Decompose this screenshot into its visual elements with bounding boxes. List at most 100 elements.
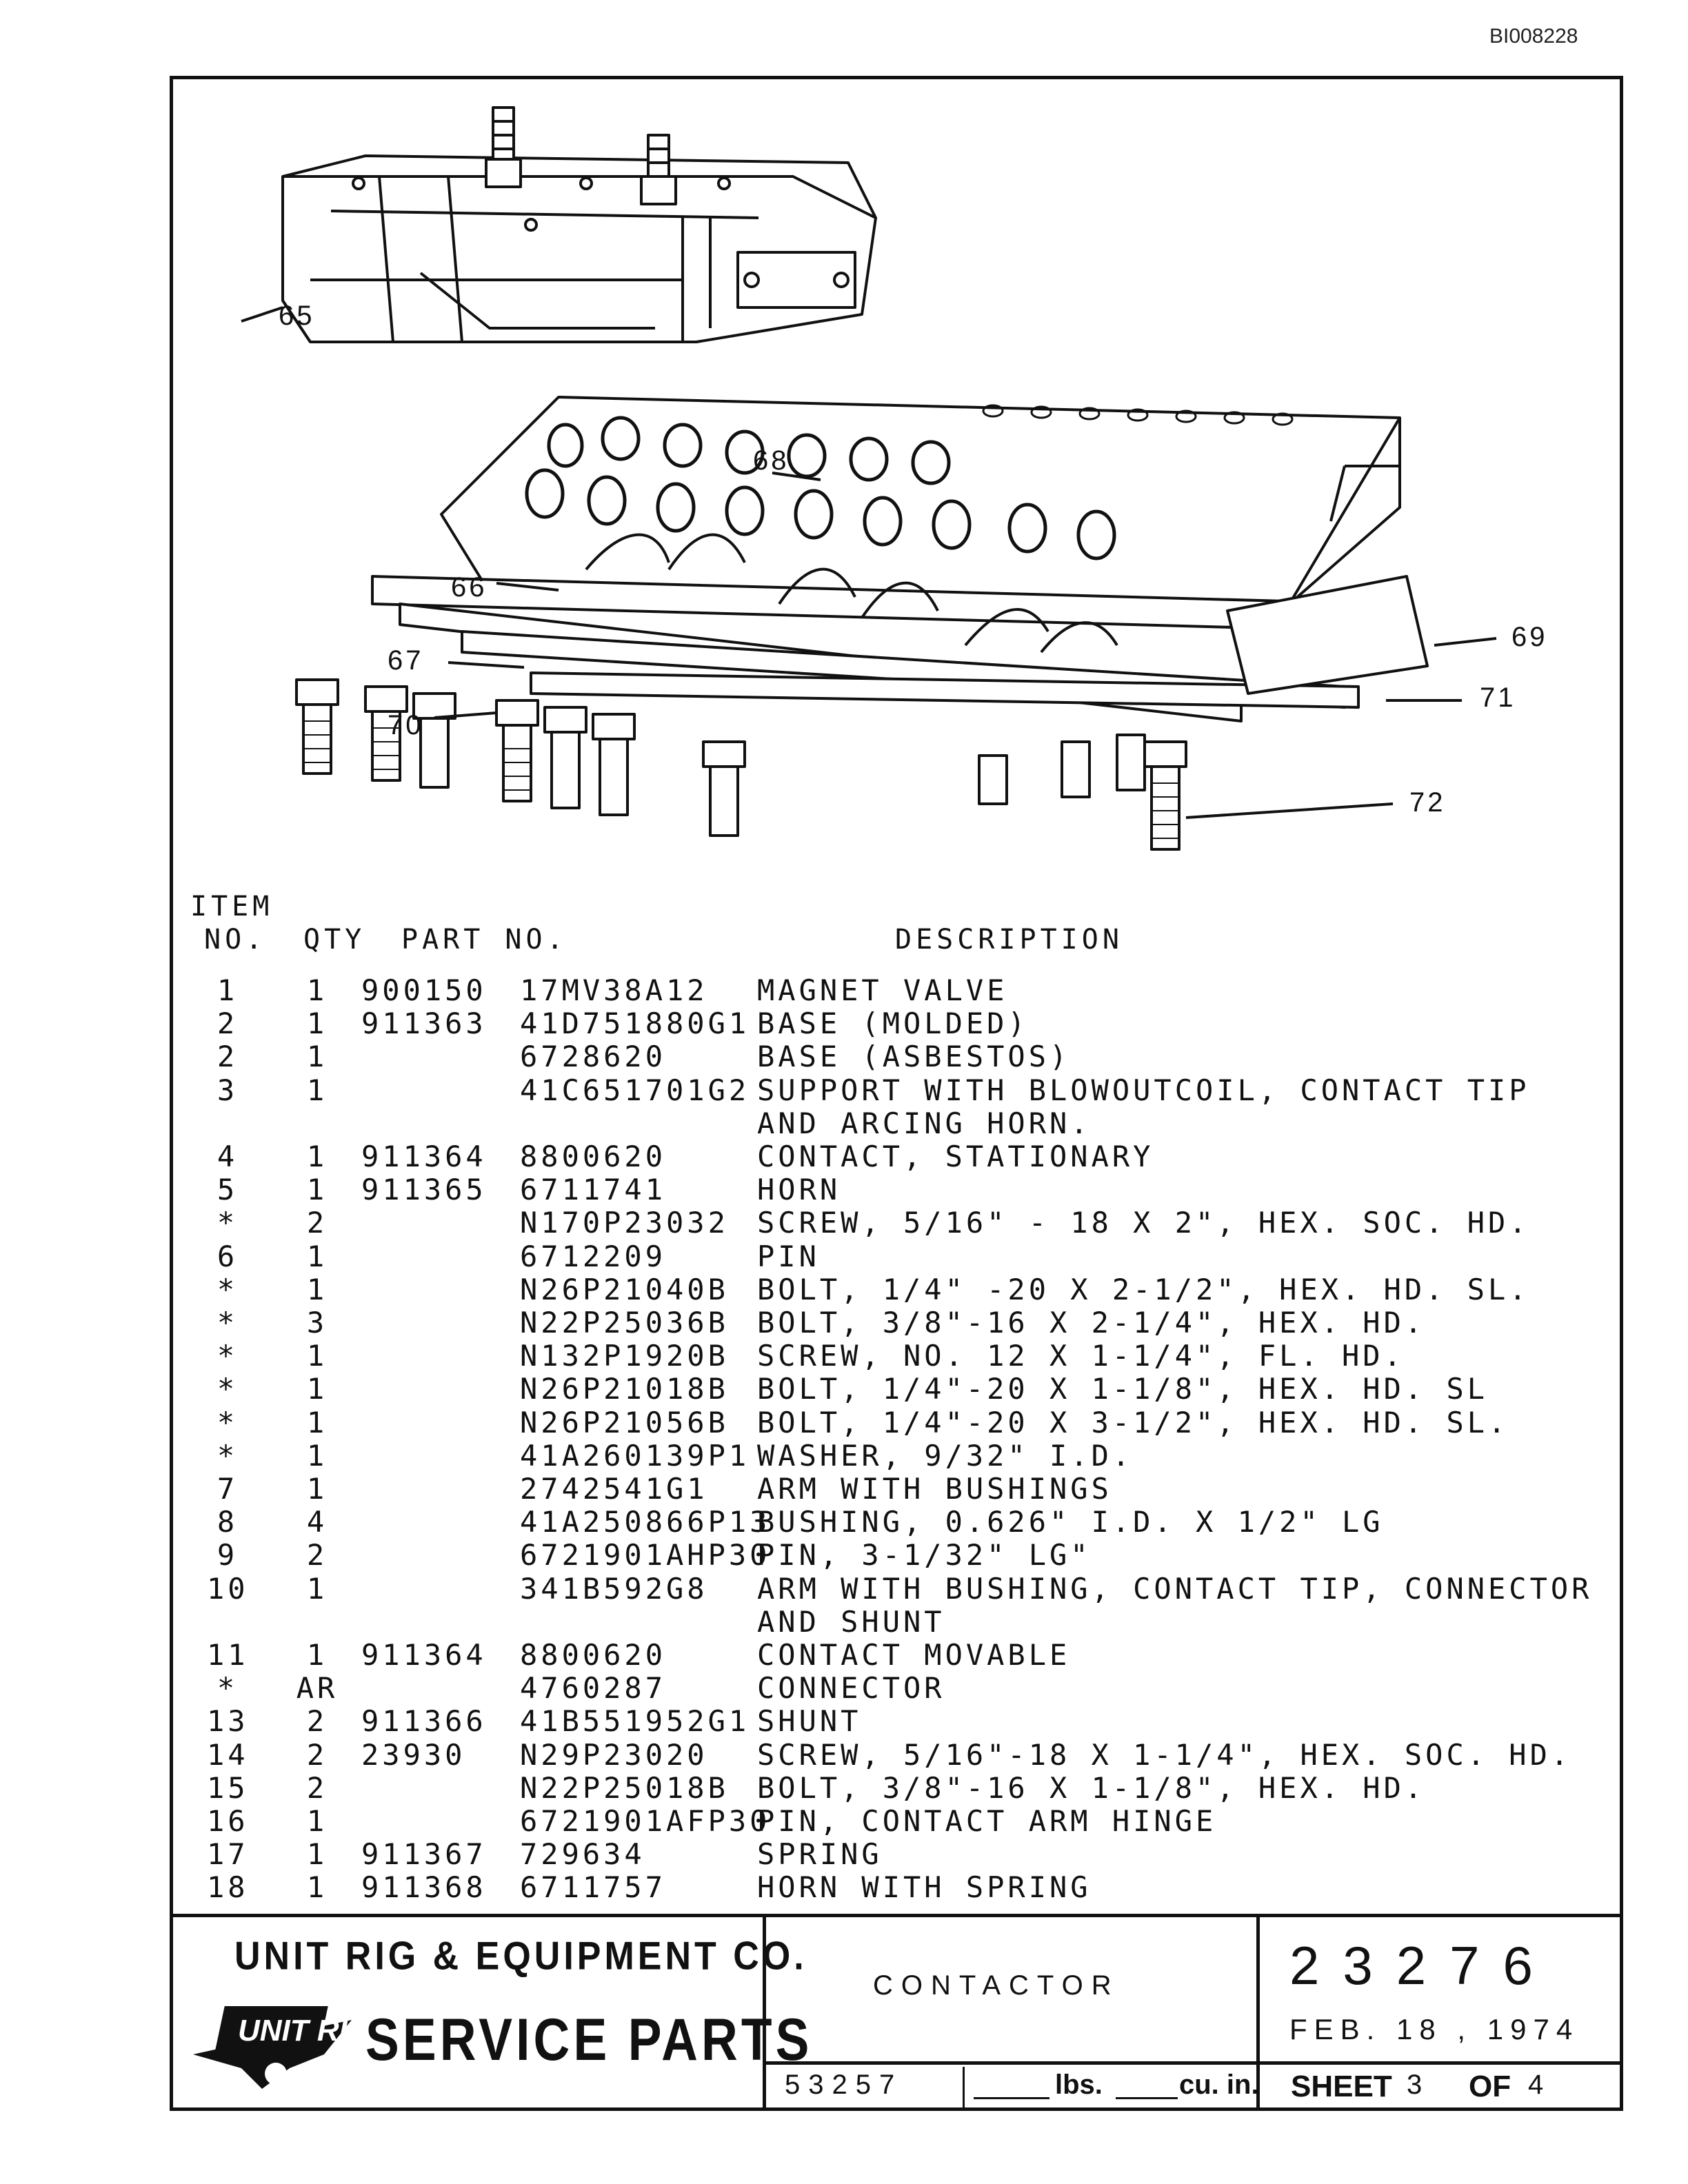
description: BOLT, 1/4" -20 X 2-1/2", HEX. HD. SL. bbox=[757, 1272, 1530, 1306]
drawing-date: FEB. 18 , 1974 bbox=[1289, 2013, 1580, 2045]
part-number: 911368 bbox=[361, 1870, 487, 1905]
sheet-total: 4 bbox=[1528, 2070, 1544, 2100]
item-no: * bbox=[217, 1671, 239, 1706]
quantity: 1 bbox=[306, 1638, 328, 1672]
description: BUSHING, 0.626" I.D. X 1/2" LG bbox=[757, 1505, 1384, 1539]
quantity: 1 bbox=[306, 1472, 328, 1506]
callout-70: 70 bbox=[388, 710, 424, 740]
drawing-part-number: 41B551952G1 bbox=[520, 1704, 750, 1739]
item-no: 17 bbox=[207, 1837, 249, 1872]
drawing-part-number: 8800620 bbox=[520, 1140, 667, 1173]
quantity: 1 bbox=[306, 1804, 328, 1838]
item-no: * bbox=[217, 1438, 239, 1473]
callout-71: 71 bbox=[1480, 682, 1516, 713]
item-no: * bbox=[217, 1272, 239, 1306]
part-number: 900150 bbox=[361, 973, 487, 1007]
quantity: 3 bbox=[306, 1306, 328, 1339]
document-id: BI008228 bbox=[1489, 25, 1578, 48]
description: AND ARCING HORN. bbox=[757, 1106, 1092, 1140]
title-block bbox=[170, 1914, 1623, 2111]
drawing-part-number: N26P21040B bbox=[520, 1272, 729, 1306]
drawing-frame bbox=[170, 76, 1623, 2111]
quantity: 1 bbox=[306, 1040, 328, 1074]
part-number: 911367 bbox=[361, 1837, 487, 1872]
drawing-part-number: 6711741 bbox=[520, 1173, 667, 1207]
part-number: 911364 bbox=[361, 1638, 487, 1672]
quantity: 1 bbox=[306, 1438, 328, 1473]
drawing-part-number: 6721901AHP30 bbox=[520, 1538, 771, 1573]
description: CONTACT, STATIONARY bbox=[757, 1140, 1154, 1173]
parts-row: 18 1 911368 6711757 HORN WITH SPRING bbox=[0, 1870, 1448, 1905]
description: HORN bbox=[757, 1173, 841, 1207]
service-parts-label: SERVICE PARTS bbox=[365, 2007, 813, 2073]
item-no: 13 bbox=[207, 1704, 249, 1739]
drawing-part-number: 6728620 bbox=[520, 1040, 667, 1074]
exploded-view-drawing bbox=[241, 106, 1497, 851]
description: BOLT, 3/8"-16 X 2-1/4", HEX. HD. bbox=[757, 1306, 1426, 1339]
magnet-valve-block bbox=[241, 106, 877, 343]
quantity: 2 bbox=[306, 1206, 328, 1240]
description: MAGNET VALVE bbox=[757, 973, 1008, 1007]
quantity: 1 bbox=[306, 973, 328, 1007]
callout-72: 72 bbox=[1409, 787, 1446, 818]
quantity: 1 bbox=[306, 1870, 328, 1905]
part-number: 911363 bbox=[361, 1007, 487, 1041]
item-no: * bbox=[217, 1339, 239, 1373]
callout-67: 67 bbox=[388, 645, 424, 676]
drawing-part-number: 729634 bbox=[520, 1837, 645, 1872]
item-no: 1 bbox=[217, 973, 239, 1007]
item-no: 10 bbox=[207, 1571, 249, 1606]
description: HORN WITH SPRING bbox=[757, 1870, 1092, 1905]
unit-rig-logo: UNIT RIG bbox=[193, 2006, 359, 2089]
cuin-blank bbox=[1116, 2070, 1178, 2099]
callout-69: 69 bbox=[1511, 622, 1548, 652]
drawing-part-number: 341B592G8 bbox=[520, 1571, 708, 1606]
description: PIN bbox=[757, 1239, 820, 1273]
drawing-part-number: N29P23020 bbox=[520, 1737, 708, 1772]
item-no: * bbox=[217, 1405, 239, 1439]
item-no: 5 bbox=[217, 1173, 239, 1207]
description: BASE (ASBESTOS) bbox=[757, 1040, 1071, 1074]
lbs-label: lbs. bbox=[1055, 2070, 1103, 2100]
logo-text: UNIT RIG bbox=[238, 2014, 359, 2048]
drawing-part-number: 6711757 bbox=[520, 1870, 667, 1905]
of-label: OF bbox=[1469, 2070, 1511, 2103]
part-number: 23930 bbox=[361, 1737, 466, 1772]
quantity: 1 bbox=[306, 1073, 328, 1107]
drawing-part-number: 2742541G1 bbox=[520, 1472, 708, 1506]
description: SUPPORT WITH BLOWOUTCOIL, CONTACT TIP bbox=[757, 1073, 1530, 1107]
drawing-part-number: 41C651701G2 bbox=[520, 1073, 750, 1107]
description: SCREW, 5/16"-18 X 1-1/4", HEX. SOC. HD. bbox=[757, 1737, 1572, 1772]
quantity: 2 bbox=[306, 1704, 328, 1739]
description: CONTACT MOVABLE bbox=[757, 1638, 1071, 1672]
callout-68: 68 bbox=[753, 445, 790, 476]
item-no: 2 bbox=[217, 1007, 239, 1041]
item-no: 15 bbox=[207, 1770, 249, 1805]
item-no: 18 bbox=[207, 1870, 249, 1905]
header-qty: QTY bbox=[303, 924, 366, 956]
sheet-label: SHEET bbox=[1291, 2070, 1392, 2103]
quantity: 4 bbox=[306, 1505, 328, 1539]
part-number: 911366 bbox=[361, 1704, 487, 1739]
quantity: 1 bbox=[306, 1007, 328, 1041]
description: PIN, 3-1/32" LG" bbox=[757, 1538, 1092, 1573]
callout-65: 65 bbox=[279, 301, 315, 331]
